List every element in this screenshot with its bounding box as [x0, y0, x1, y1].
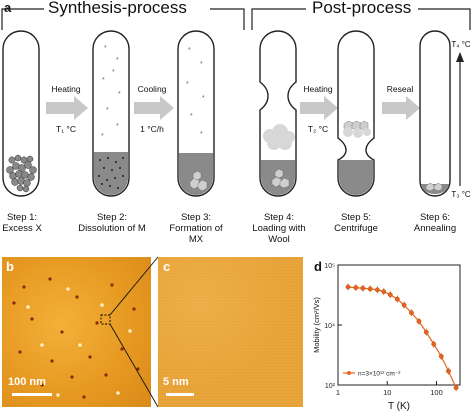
svg-text:*: * — [104, 45, 107, 52]
data-point — [381, 289, 387, 295]
step-3-line1: Step 3: — [180, 212, 212, 223]
series-line — [348, 286, 457, 388]
arrow-3-label-2: T₂ °C — [296, 124, 340, 134]
arrow-2 — [134, 96, 174, 120]
step-4-line2: Loading with Wool — [252, 223, 306, 245]
data-point — [387, 292, 393, 298]
step-1-line2: Excess X — [2, 223, 42, 234]
arrow-4 — [382, 96, 420, 120]
tube-step-5 — [337, 30, 375, 197]
svg-text:*: * — [106, 107, 109, 114]
arrow-1-line2: T₁ °C — [56, 124, 76, 134]
svg-text:*: * — [116, 123, 119, 130]
step-6-label: Step 6: Annealing — [404, 212, 466, 234]
step-5-label: Step 5: Centrifuge — [324, 212, 388, 234]
data-point — [353, 285, 359, 291]
step-6-line2: Annealing — [413, 223, 457, 234]
data-point — [431, 341, 437, 347]
y-tick-label: 10⁴ — [324, 323, 335, 330]
tube-step-3: * * * * * * — [177, 30, 215, 197]
panel-c-letter: c — [163, 259, 171, 274]
arrow-2-line1: Cooling — [137, 84, 167, 94]
data-point — [345, 284, 351, 290]
x-axis-label: T (K) — [388, 401, 410, 412]
y-tick-label: 10² — [325, 383, 336, 390]
svg-text:*: * — [200, 61, 203, 68]
step-3-line2: Formation of MX — [169, 223, 223, 245]
step-1-label: Step 1: Excess X — [0, 212, 44, 234]
data-point — [423, 329, 429, 335]
afm-image-atomic-resolution — [158, 257, 303, 407]
arrow-2-label: Cooling — [130, 84, 174, 94]
step-5-line1: Step 5: — [340, 212, 372, 223]
panel-c-scale-bar-label: 5 nm — [163, 376, 189, 388]
plot-frame — [337, 264, 461, 386]
arrow-1-label: Heating — [44, 84, 88, 94]
svg-text:*: * — [190, 113, 193, 120]
legend-marker — [347, 371, 351, 375]
x-tick-label: 1 — [336, 388, 340, 397]
panel-a-schematic: *** *** ** *** *** — [1, 8, 471, 197]
arrow-2-line2: 1 °C/h — [140, 124, 164, 134]
svg-text:*: * — [116, 57, 119, 64]
gradient-label-bottom: T₃ °C — [451, 190, 471, 199]
post-process-bracket — [251, 8, 471, 30]
data-point — [409, 310, 414, 316]
arrow-3-line1: Heating — [303, 84, 333, 94]
panel-d-letter: d — [314, 259, 322, 274]
x-tick-label: 10 — [383, 388, 391, 397]
step-2-line1: Step 2: — [96, 212, 128, 223]
arrow-4-line1: Reseal — [386, 84, 414, 94]
data-point — [438, 353, 444, 359]
tube-step-6 — [419, 30, 451, 197]
panel-a-letter: a — [4, 0, 12, 15]
panel-b-letter: b — [6, 259, 14, 274]
legend-label: n=3×10¹² cm⁻² — [358, 371, 401, 378]
svg-text:*: * — [202, 95, 205, 102]
synthesis-process-title: Synthesis-process — [48, 0, 187, 17]
step-3-label: Step 3: Formation of MX — [162, 212, 230, 245]
data-point — [453, 385, 459, 391]
data-point — [446, 368, 451, 374]
svg-text:*: * — [188, 47, 191, 54]
arrow-3 — [300, 96, 338, 120]
arrow-1 — [46, 96, 88, 120]
synthesis-bracket — [1, 8, 245, 30]
gradient-label-top: T₄ °C — [451, 40, 471, 49]
step-2-line2: Dissolution of M — [78, 223, 146, 234]
y-tick-label: 10⁵ — [324, 263, 335, 270]
arrow-1-label-2: T₁ °C — [44, 124, 88, 134]
arrow-3-label: Heating — [296, 84, 340, 94]
panel-b-scale-bar-label: 100 nm — [8, 376, 46, 388]
mobility-chart: 1 10 100 10² 10⁴ 10⁵ T (K) Mobility (cm²/Vs) n=… — [312, 263, 461, 412]
svg-text:*: * — [102, 77, 105, 84]
step-4-label: Step 4: Loading with Wool — [242, 212, 316, 245]
svg-text:*: * — [200, 131, 203, 138]
svg-text:*: * — [186, 81, 189, 88]
step-2-label: Step 2: Dissolution of M — [78, 212, 146, 234]
tube-step-4 — [259, 30, 297, 197]
arrow-2-label-2: 1 °C/h — [130, 124, 174, 134]
y-axis-label: Mobility (cm²/Vs) — [312, 297, 321, 353]
data-point — [394, 296, 400, 302]
data-point — [416, 318, 422, 324]
svg-text:*: * — [101, 133, 104, 140]
data-point — [367, 286, 373, 292]
tube-step-1 — [2, 30, 40, 197]
data-point — [374, 287, 380, 293]
x-tick-label: 100 — [430, 388, 443, 397]
step-1-line1: Step 1: — [6, 212, 38, 223]
step-5-line2: Centrifuge — [334, 223, 378, 234]
post-process-title: Post-process — [312, 0, 412, 17]
tube-step-2: *** *** ** — [92, 30, 130, 197]
step-4-line1: Step 4: — [263, 212, 295, 223]
data-point — [401, 302, 407, 308]
svg-text:*: * — [112, 69, 115, 76]
data-point — [360, 285, 366, 291]
arrow-4-label: Reseal — [378, 84, 422, 94]
step-6-line1: Step 6: — [419, 212, 451, 223]
arrow-1-line1: Heating — [51, 84, 81, 94]
svg-text:*: * — [118, 91, 121, 98]
arrow-3-line2: T₂ °C — [307, 124, 329, 134]
